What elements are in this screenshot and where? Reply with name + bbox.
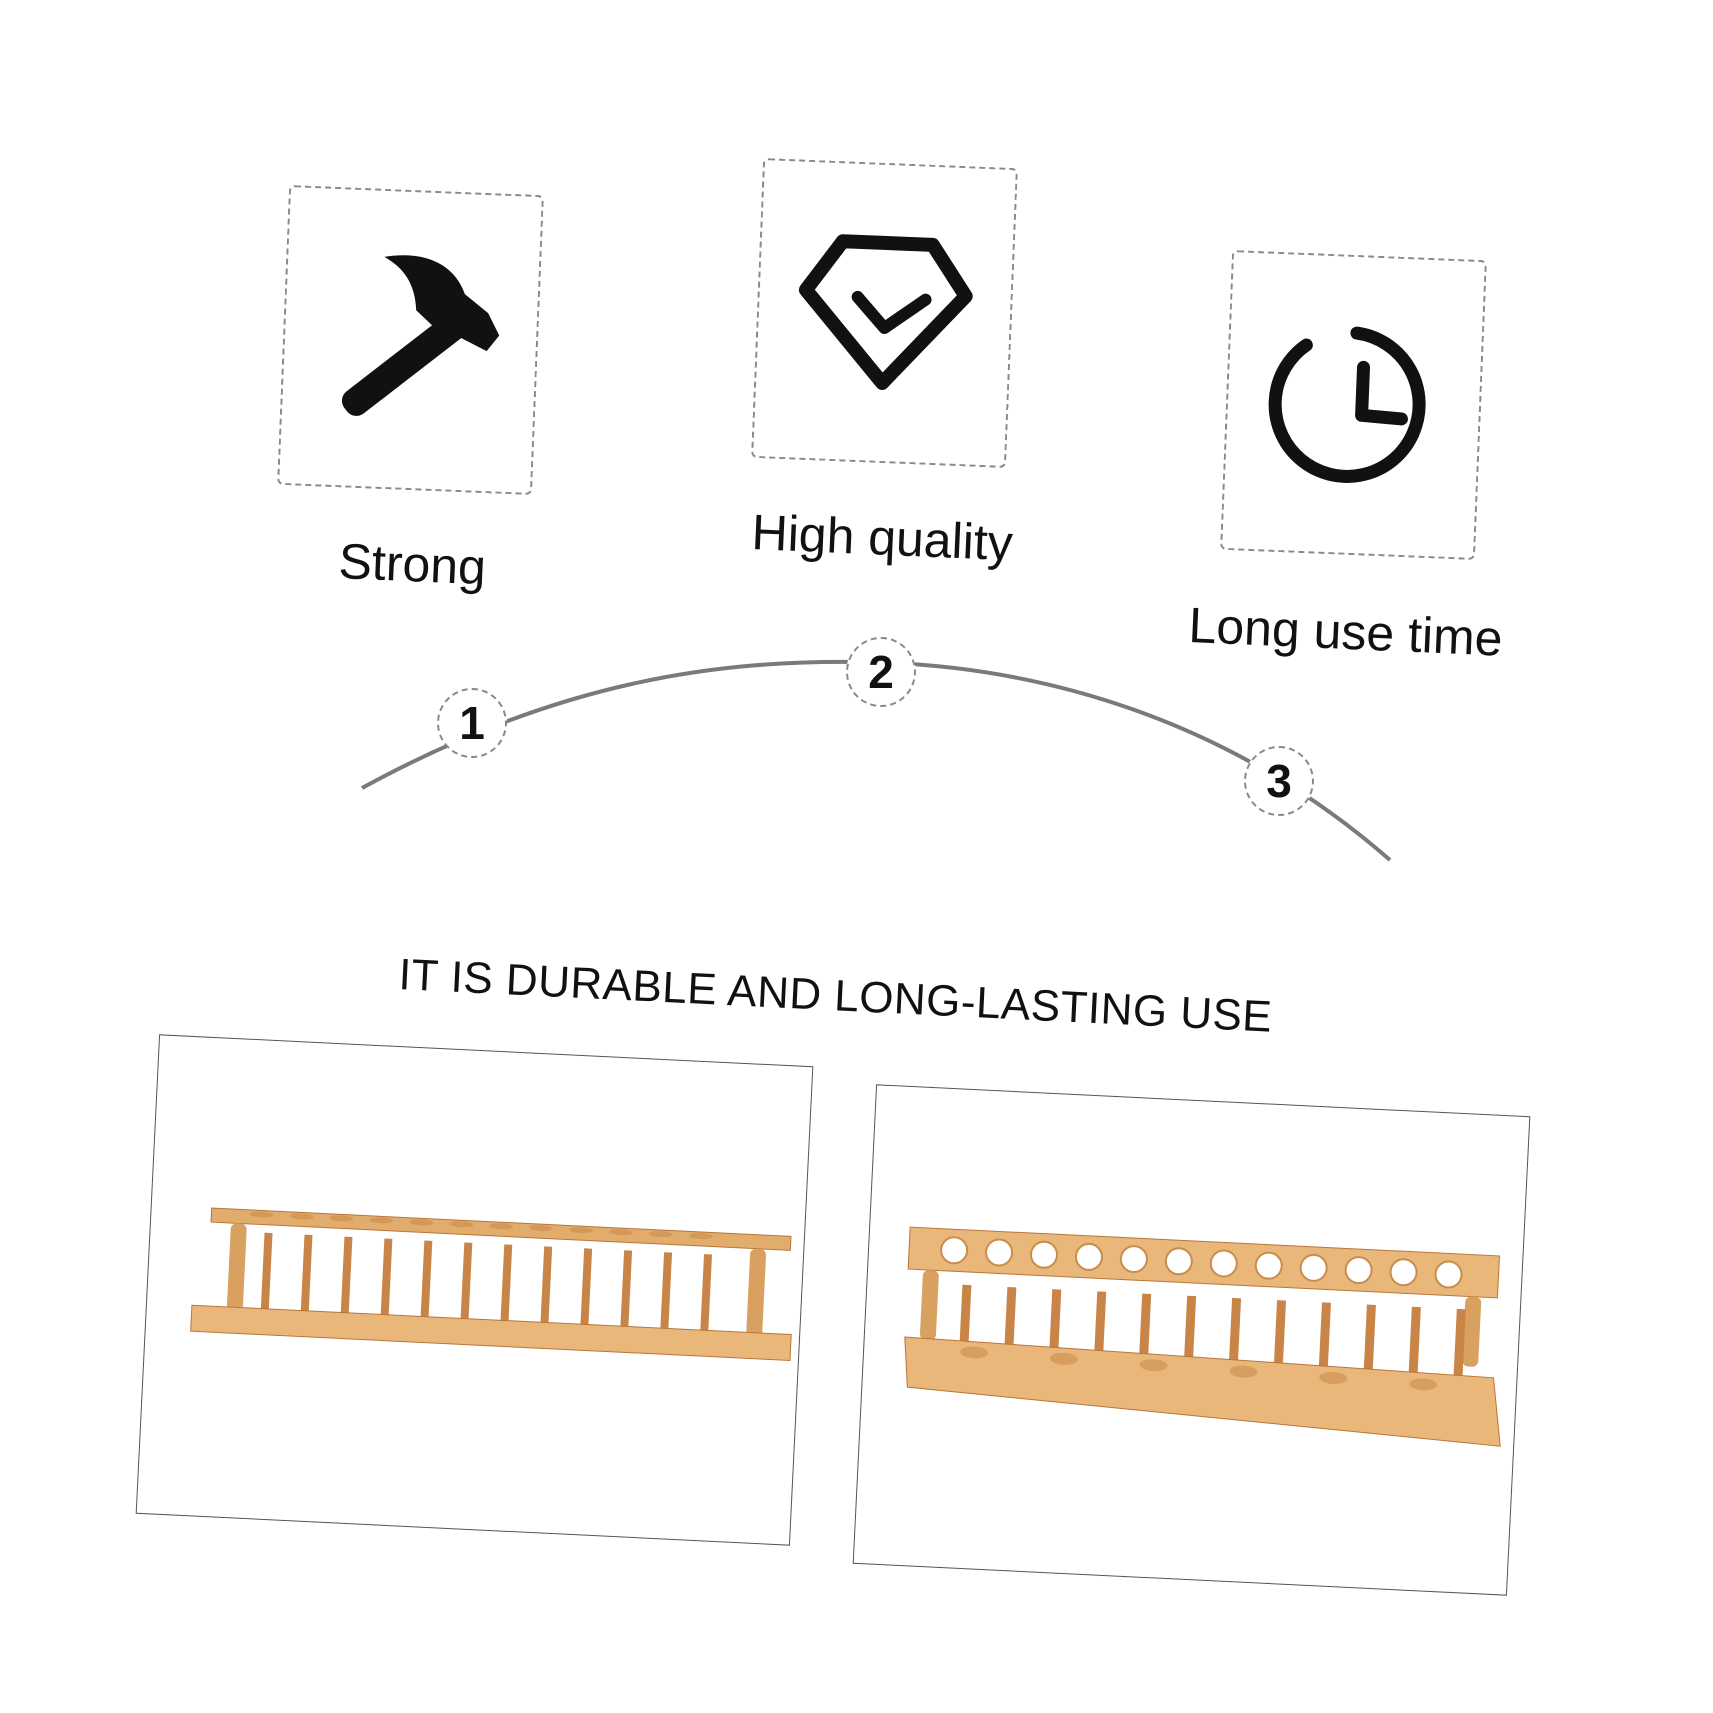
step-number-2: 2 [846,637,916,707]
headline: IT IS DURABLE AND LONG-LASTING USE [397,950,1274,1042]
product-photo-angled [852,1084,1531,1596]
test-tube-rack-front-image [190,1207,792,1362]
feature-card-high-quality [751,158,1018,468]
step-number-3: 3 [1244,746,1314,816]
step-number-1: 1 [437,688,507,758]
feature-card-strong [277,185,544,495]
diamond-check-icon [781,219,988,407]
product-photo-front [135,1034,814,1546]
test-tube-rack-angled-image [904,1226,1501,1447]
hammer-icon [307,236,515,444]
arc-connector [361,659,1392,862]
feature-card-long-use-time [1220,250,1487,560]
clock-icon [1250,301,1458,509]
